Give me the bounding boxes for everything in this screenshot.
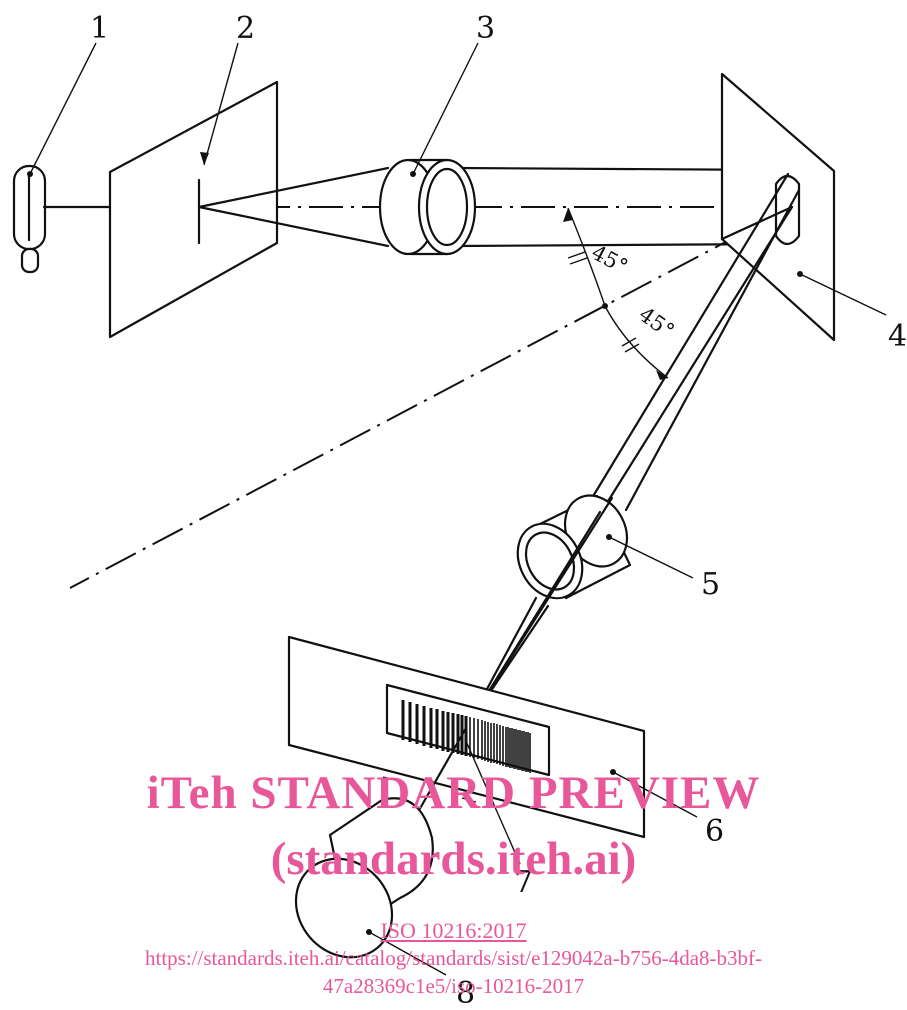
reflected-beam: [587, 172, 801, 512]
label-3: 3: [476, 11, 495, 46]
lamp: [12, 164, 47, 274]
slit-plate: [42, 80, 390, 339]
objective-lens: [516, 494, 632, 600]
watermark-title: iTeh STANDARD PREVIEW: [146, 767, 761, 819]
angle-marks: [563, 207, 669, 380]
angle-label-lower: 45°: [634, 302, 678, 343]
leader-dots: [27, 171, 803, 935]
label-5: 5: [701, 567, 720, 602]
label-1: 1: [90, 11, 109, 46]
watermark-subtitle: (standards.iteh.ai): [270, 833, 637, 885]
watermark-standard-link[interactable]: ISO 10216:2017: [380, 918, 527, 943]
label-8: 8: [456, 976, 475, 1010]
barcode-pattern-fine: [469, 717, 531, 773]
test-chart-board: [287, 635, 646, 839]
label-4: 4: [888, 319, 907, 354]
label-6: 6: [705, 814, 724, 849]
arrow-tip-2: [200, 152, 209, 165]
label-7: 7: [514, 865, 533, 900]
leader-lines: [29, 42, 887, 976]
barcode-pattern: [401, 700, 468, 756]
label-2: 2: [236, 11, 255, 46]
watermark-url-line-2: 47a28369c1e5/iso-10216-2017: [322, 974, 585, 998]
watermark-url-line-1: https://standards.iteh.ai/catalog/standa…: [144, 946, 763, 970]
reference-axis-line: [69, 206, 793, 589]
collimator-lens: [378, 158, 790, 256]
